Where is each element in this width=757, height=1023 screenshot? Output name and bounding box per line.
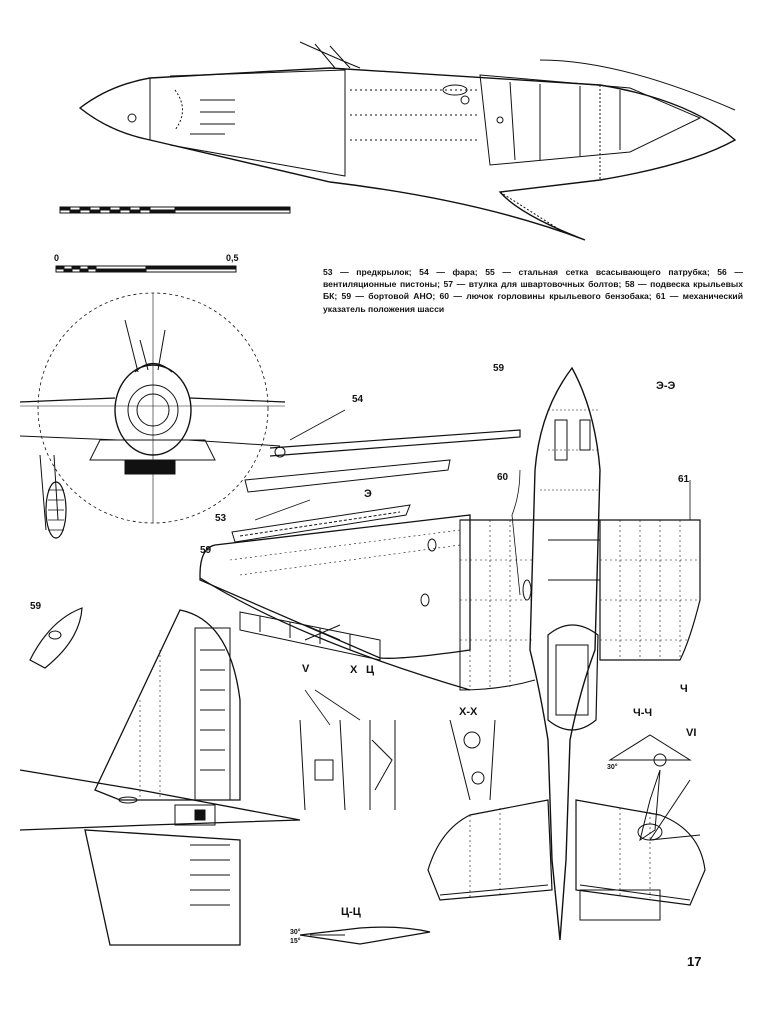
section-mark-e: Э bbox=[364, 488, 372, 500]
angle-label-tsts-30: 30° bbox=[290, 929, 301, 936]
scale-bar-lower bbox=[55, 265, 237, 273]
callout-59-wingtip: 59 bbox=[493, 363, 505, 374]
section-mark-v: V bbox=[302, 663, 310, 675]
angle-label-tsts-15: 15° bbox=[290, 938, 301, 945]
figure-caption: 53 — предкрылок; 54 — фара; 55 — стальна… bbox=[323, 267, 743, 314]
slat-and-headlight bbox=[231, 409, 521, 543]
angle-label-chch: 30° bbox=[607, 764, 618, 771]
front-view bbox=[19, 292, 286, 539]
scale-bar-upper bbox=[59, 206, 291, 214]
aircraft-plan-view bbox=[427, 366, 706, 941]
section-mark-vi: VI bbox=[686, 727, 697, 739]
scale-end-label: 0,5 bbox=[226, 253, 239, 263]
section-mark-ch: Ч bbox=[680, 683, 688, 695]
nav-light-detail bbox=[29, 607, 83, 669]
section-label-ch-ch: Ч-Ч bbox=[633, 707, 653, 719]
callout-53: 53 bbox=[215, 513, 227, 524]
callout-61: 61 bbox=[678, 474, 690, 485]
callout-60: 60 bbox=[497, 472, 509, 483]
mechanism-details bbox=[299, 689, 701, 945]
section-mark-ts: Ц bbox=[366, 664, 375, 676]
section-label-e-e: Э-Э bbox=[656, 380, 676, 392]
page-number: 17 bbox=[687, 954, 702, 969]
scale-start-label: 0 bbox=[54, 253, 60, 263]
tail-fin-view bbox=[19, 609, 301, 946]
callout-54: 54 bbox=[352, 394, 364, 405]
callout-59-detail: 59 bbox=[30, 601, 42, 612]
callout-59-wing: 59 bbox=[200, 545, 212, 556]
section-label-ts-ts: Ц-Ц bbox=[341, 906, 361, 918]
section-mark-x: Х bbox=[350, 664, 358, 676]
fuselage-top-view bbox=[78, 41, 737, 241]
section-label-x-x: Х-Х bbox=[459, 706, 478, 718]
